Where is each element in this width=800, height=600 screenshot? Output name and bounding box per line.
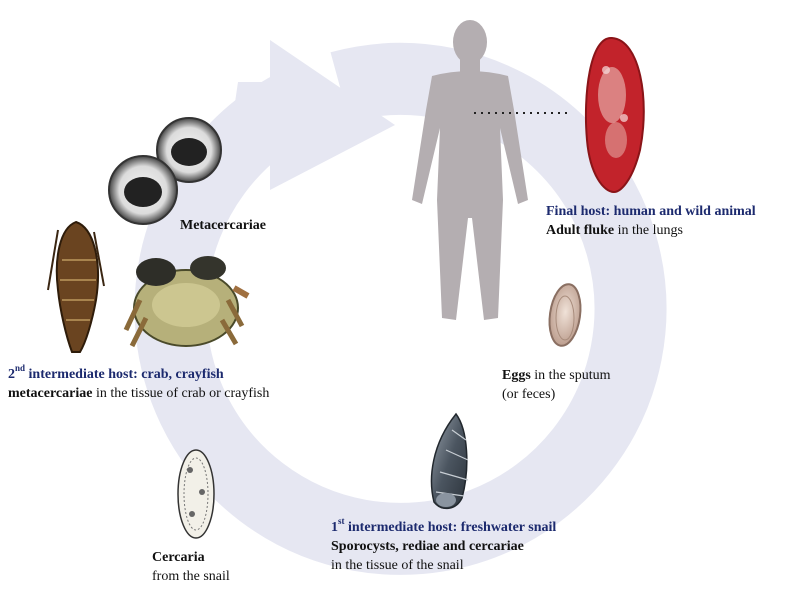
arrow-head (228, 40, 395, 190)
cercaria-label: Cercaria from the snail (152, 548, 230, 586)
adult-fluke-image (584, 36, 645, 194)
eggs-line1: Eggs in the sputum (502, 366, 611, 385)
first-host-sup: st (338, 516, 345, 527)
second-host-line2-rest: in the tissue of crab or crayfish (92, 386, 270, 401)
cercaria-title: Cercaria (152, 550, 205, 565)
egg-image (548, 283, 582, 347)
cercaria-image (177, 449, 215, 539)
second-host-label: 2nd intermediate host: crab, crayfish me… (8, 363, 269, 403)
first-host-title: 1st intermediate host: freshwater snail (331, 516, 557, 537)
first-host-label: 1st intermediate host: freshwater snail … (331, 516, 557, 575)
human-silhouette (412, 20, 528, 320)
crayfish-image (47, 220, 105, 353)
second-host-line2: metacercariae in the tissue of crab or c… (8, 384, 269, 403)
second-host-title: 2nd intermediate host: crab, crayfish (8, 363, 269, 384)
final-host-detail: Adult fluke in the lungs (546, 221, 756, 240)
first-host-line3: in the tissue of the snail (331, 558, 464, 573)
snail-image (430, 412, 469, 510)
metacercariae-text: metacercariae (8, 386, 93, 401)
second-host-title-rest: intermediate host: crab, crayfish (25, 367, 224, 382)
metacercariae-label: Metacercariae (180, 218, 267, 233)
final-host-label: Final host: human and wild animal Adult … (546, 202, 756, 240)
eggs-rest: in the sputum (530, 368, 611, 383)
cercaria-line2: from the snail (152, 569, 230, 584)
eggs-line2: (or feces) (502, 387, 556, 402)
second-host-num: 2 (8, 367, 15, 382)
eggs-label: Eggs in the sputum (or feces) (502, 366, 611, 404)
eggs-text: Eggs (502, 368, 531, 383)
final-host-detail-rest: in the lungs (614, 223, 683, 238)
metacercariae-image (108, 117, 222, 225)
adult-fluke-text: Adult fluke (546, 223, 615, 238)
crab-image (123, 256, 250, 348)
final-host-title: Final host: human and wild animal (546, 204, 756, 219)
first-host-title-rest: intermediate host: freshwater snail (344, 520, 557, 535)
first-host-num: 1 (331, 520, 338, 535)
second-host-sup: nd (15, 363, 26, 374)
first-host-line2: Sporocysts, rediae and cercariae (331, 539, 524, 554)
